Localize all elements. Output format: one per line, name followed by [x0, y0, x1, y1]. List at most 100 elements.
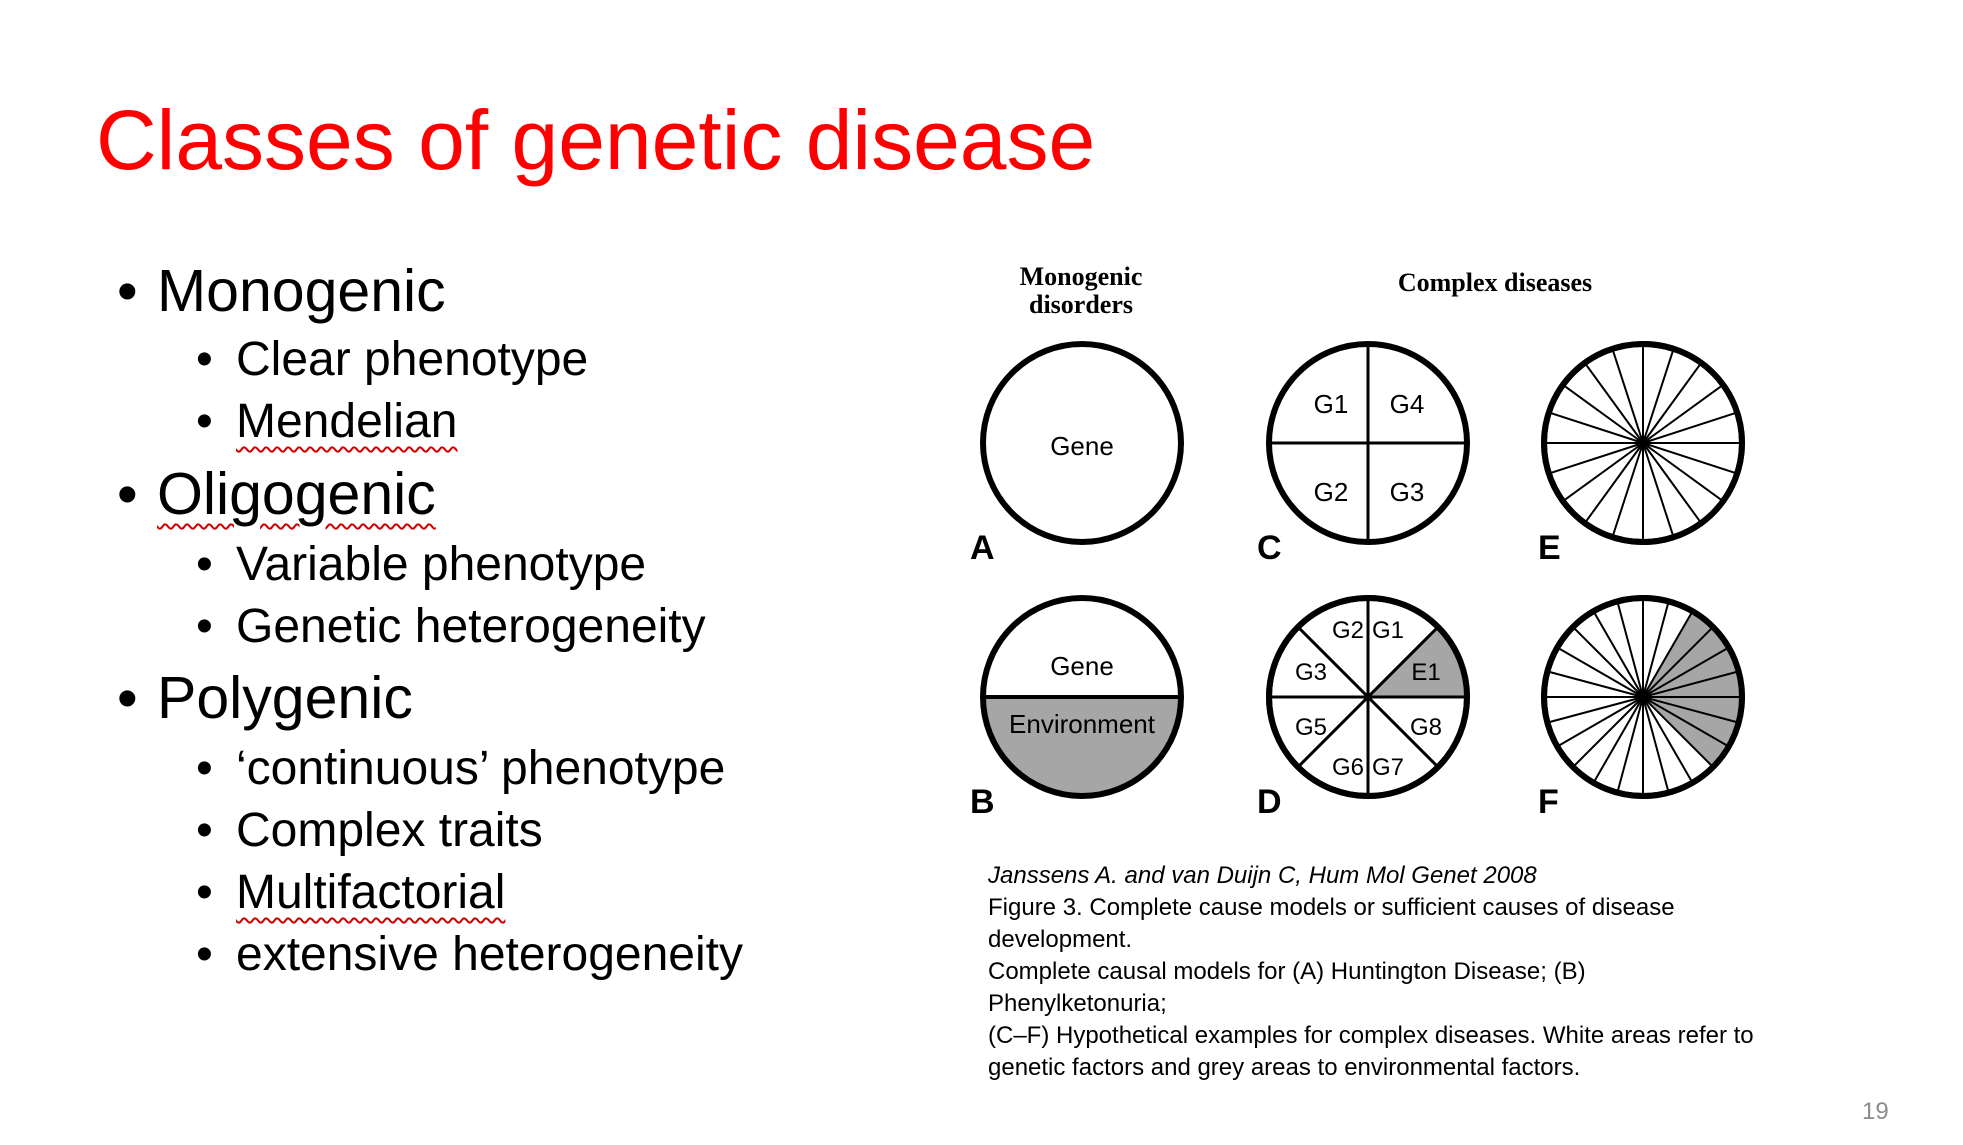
sub-bullet: • Multifactorial: [196, 866, 506, 919]
wheel-spoke: [1547, 670, 1644, 698]
wheel-spoke: [1642, 442, 1675, 538]
citation-reference: Janssens A. and van Duijn C, Hum Mol Gen…: [988, 862, 1537, 889]
wheel-spoke: [1547, 696, 1644, 724]
panel-c-g3: G3: [1390, 477, 1425, 507]
panel-d: G2 G1 G3 E1 G5 G8 G6 G7: [1266, 595, 1470, 799]
wheel-spoke: [1642, 411, 1738, 444]
panel-d-g7: G7: [1372, 754, 1404, 781]
sub-bullet: • Clear phenotype: [196, 333, 589, 386]
slide-number: 19: [1862, 1098, 1889, 1125]
wheel-spoke: [1642, 362, 1702, 444]
figure-citation: Janssens A. and van Duijn C, Hum Mol Gen…: [988, 860, 1758, 1084]
header-monogenic: Monogenic: [1020, 262, 1143, 291]
panel-d-g8: G8: [1410, 714, 1442, 741]
sub-bullet-text: ‘continuous’ phenotype: [236, 742, 726, 795]
wheel-spoke: [1642, 696, 1694, 784]
bullet-dot: •: [196, 395, 213, 448]
wheel-spoke: [1548, 442, 1644, 475]
citation-line: genetic factors and grey areas to enviro…: [988, 1054, 1581, 1081]
bullet-dot: •: [196, 742, 213, 795]
wheel-spoke: [1556, 696, 1644, 748]
header-monogenic-2: disorders: [1029, 290, 1133, 319]
sub-bullet-text: Clear phenotype: [236, 333, 589, 386]
bullet-dot: •: [117, 461, 138, 527]
bullet-oligogenic: • Oligogenic: [117, 465, 436, 524]
citation-line: Figure 3. Complete cause models or suffi…: [988, 894, 1675, 953]
panel-b-environment: Environment: [1009, 709, 1156, 739]
wheel-spoke: [1572, 626, 1644, 698]
bullet-dot: •: [117, 665, 138, 731]
bullet-dot: •: [196, 333, 213, 386]
sub-bullet-text: Multifactorial: [236, 866, 506, 919]
sub-bullet: • Mendelian: [196, 398, 457, 446]
wheel-spoke: [1562, 384, 1644, 444]
slide-title: Classes of genetic disease: [96, 93, 1096, 187]
panel-letter-b: B: [970, 783, 995, 821]
bullet-text: Oligogenic: [157, 461, 436, 527]
bullet-dot: •: [196, 804, 213, 857]
panel-letter-c: C: [1257, 529, 1282, 567]
bullet-polygenic: • Polygenic: [117, 669, 413, 728]
wheel-spoke: [1562, 442, 1644, 502]
citation-line: (C–F) Hypothetical examples for complex …: [988, 1022, 1754, 1049]
wheel-spoke: [1548, 411, 1644, 444]
panel-letter-d: D: [1257, 783, 1282, 821]
causal-model-figure: Monogenic disorders Complex diseases Gen…: [970, 262, 1745, 821]
wheel-rim: [1541, 595, 1745, 799]
bullet-dot: •: [117, 258, 138, 324]
wheel-spoke: [1642, 348, 1675, 444]
wheel-spoke: [1584, 362, 1644, 444]
sub-bullet-text: Complex traits: [236, 804, 543, 857]
wheel-spoke: [1642, 626, 1714, 698]
sub-bullet-text: Variable phenotype: [236, 538, 647, 591]
bullet-dot: •: [196, 866, 213, 919]
wheel-rim: [1541, 341, 1745, 545]
wheel-spoke: [1556, 646, 1644, 698]
sub-bullet: • extensive heterogeneity: [196, 928, 743, 981]
bullet-dot: •: [196, 928, 213, 981]
panel-c-g1: G1: [1314, 389, 1349, 419]
wheel-spoke: [1642, 384, 1724, 444]
wheel-spoke: [1616, 696, 1644, 793]
panel-d-g6: G6: [1332, 754, 1364, 781]
panel-letter-e: E: [1538, 529, 1561, 567]
header-complex: Complex diseases: [1398, 268, 1592, 297]
citation-line: Complete causal models for (A) Huntingto…: [988, 958, 1586, 1017]
sub-bullet: • Complex traits: [196, 804, 543, 857]
bullet-dot: •: [196, 538, 213, 591]
bullet-dot: •: [196, 600, 213, 653]
wheel-spoke: [1642, 601, 1670, 698]
wheel-spoke: [1642, 442, 1724, 502]
wheel-spoke: [1572, 696, 1644, 768]
panel-d-e1: E1: [1411, 659, 1440, 686]
wheel-spoke: [1642, 442, 1702, 524]
panel-letter-a: A: [970, 529, 995, 567]
bullet-monogenic: • Monogenic: [117, 262, 446, 321]
wheel-spoke: [1642, 670, 1739, 698]
panel-d-g2: G2: [1332, 617, 1364, 644]
sub-bullet: • Genetic heterogeneity: [196, 603, 706, 651]
sub-bullet: • ‘continuous’ phenotype: [196, 742, 726, 795]
panel-d-g3: G3: [1295, 659, 1327, 686]
wheel-spoke: [1584, 442, 1644, 524]
wheel-spoke: [1592, 610, 1644, 698]
panel-a: Gene: [980, 341, 1184, 545]
bullet-text: Polygenic: [157, 665, 413, 731]
wheel-spoke: [1616, 601, 1644, 698]
wheel-spoke: [1642, 696, 1730, 748]
wheel-spoke: [1642, 646, 1730, 698]
panel-d-g5: G5: [1295, 714, 1327, 741]
bullet-text: Monogenic: [157, 258, 446, 324]
panel-letter-f: F: [1538, 783, 1559, 821]
panel-e: [1541, 341, 1745, 545]
wheel-spoke: [1611, 442, 1644, 538]
panel-f: [1541, 595, 1745, 799]
wheel-spoke: [1611, 348, 1644, 444]
panel-b: Gene Environment: [980, 595, 1184, 799]
panel-b-gene: Gene: [1050, 651, 1114, 681]
sub-bullet-text: extensive heterogeneity: [236, 928, 743, 981]
panel-c: G1 G4 G2 G3: [1266, 341, 1470, 545]
sub-bullet: • Variable phenotype: [196, 538, 647, 591]
environment-wedge: [1643, 611, 1742, 768]
wheel-spoke: [1592, 696, 1644, 784]
